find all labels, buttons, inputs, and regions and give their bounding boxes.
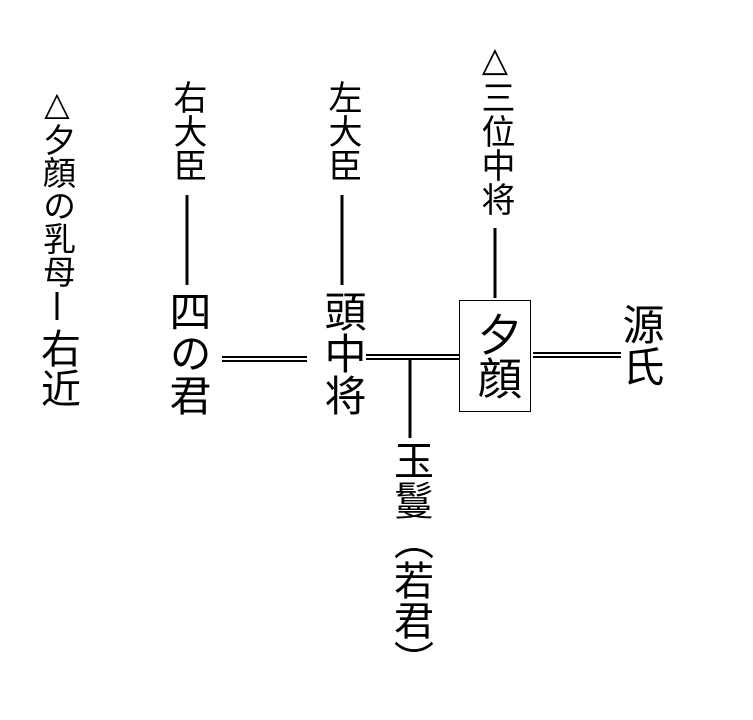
node-udaijin: 右大臣 <box>167 80 207 182</box>
node-to-no-chujo: 頭中将 <box>318 290 367 416</box>
node-yugao: 夕顔 <box>470 312 521 400</box>
parent-child-line <box>185 195 189 285</box>
node-shi-no-kimi: 四の君 <box>163 290 212 416</box>
parent-child-line <box>340 195 344 285</box>
node-yugao-menoto: △夕顔の乳母 <box>37 84 77 288</box>
node-genji: 源氏 <box>616 303 665 387</box>
parent-child-line <box>408 360 412 438</box>
node-sanmi-chujo: △三位中将 <box>475 40 515 216</box>
node-ukon: 右近 <box>34 328 80 408</box>
marriage-line <box>366 354 459 360</box>
node-sadaijin: 左大臣 <box>322 80 362 182</box>
parent-child-line <box>493 228 497 298</box>
marriage-line <box>533 352 621 358</box>
node-yugao-box: 夕顔 <box>459 300 531 412</box>
parent-child-line <box>55 292 59 320</box>
marriage-line <box>222 356 307 362</box>
node-tamakazura: 玉鬘（若君） <box>387 440 433 680</box>
